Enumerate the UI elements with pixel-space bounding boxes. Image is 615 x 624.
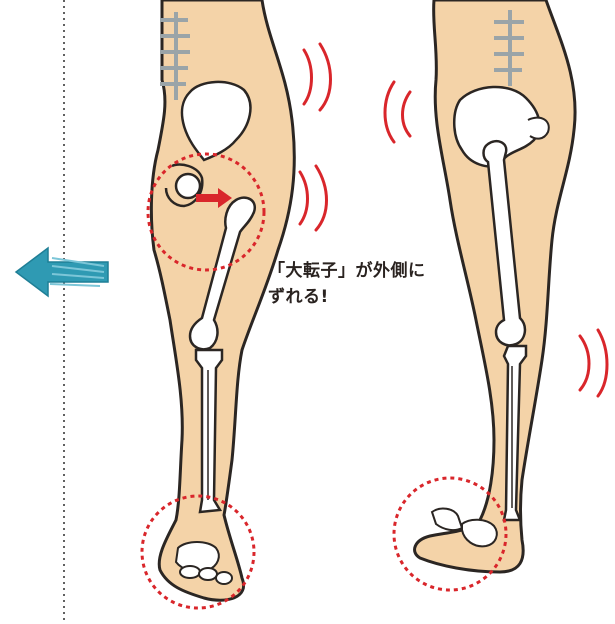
curved-lines-icon <box>300 44 331 230</box>
arrow-left-icon <box>16 248 108 296</box>
callout-line-2: ずれる! <box>268 284 468 310</box>
callout-line-1: 「大転子」が外側に <box>268 258 468 284</box>
greater-trochanter-callout: 「大転子」が外側に ずれる! <box>268 258 468 310</box>
